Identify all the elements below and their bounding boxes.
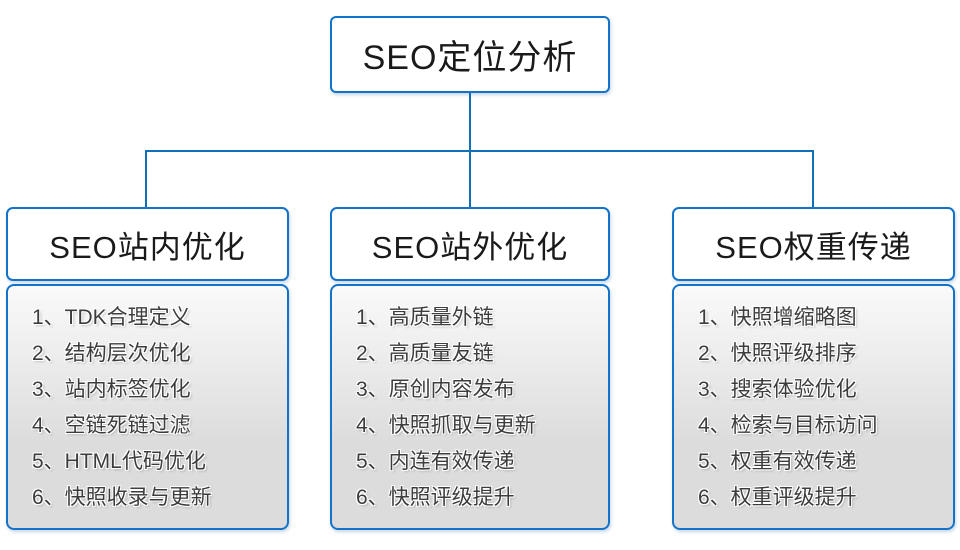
branch-offsite: SEO站外优化 1、高质量外链 2、高质量友链 3、原创内容发布 4、快照抓取与… <box>330 207 610 530</box>
branch-title-onsite: SEO站内优化 <box>6 207 289 281</box>
list-item: 3、站内标签优化 <box>32 378 191 401</box>
branch-list-onsite: 1、TDK合理定义 2、结构层次优化 3、站内标签优化 4、空链死链过滤 5、H… <box>6 284 289 530</box>
list-item: 4、检索与目标访问 <box>698 414 878 437</box>
connector-stem-offsite <box>469 150 471 208</box>
branch-title-weight: SEO权重传递 <box>672 207 955 281</box>
list-item: 2、结构层次优化 <box>32 342 191 365</box>
list-item: 4、快照抓取与更新 <box>356 414 536 437</box>
list-item: 2、快照评级排序 <box>698 342 857 365</box>
root-node: SEO定位分析 <box>330 16 610 93</box>
list-item: 3、原创内容发布 <box>356 378 515 401</box>
connector-root-stem <box>469 93 471 151</box>
connector-stem-weight <box>812 150 814 208</box>
list-item: 6、快照评级提升 <box>356 486 515 509</box>
list-item: 3、搜索体验优化 <box>698 378 857 401</box>
branch-weight: SEO权重传递 1、快照增缩略图 2、快照评级排序 3、搜索体验优化 4、检索与… <box>672 207 955 530</box>
branch-list-offsite: 1、高质量外链 2、高质量友链 3、原创内容发布 4、快照抓取与更新 5、内连有… <box>330 284 610 530</box>
list-item: 1、快照增缩略图 <box>698 306 857 329</box>
list-item: 5、HTML代码优化 <box>32 450 206 473</box>
list-item: 2、高质量友链 <box>356 342 494 365</box>
branch-list-weight: 1、快照增缩略图 2、快照评级排序 3、搜索体验优化 4、检索与目标访问 5、权… <box>672 284 955 530</box>
connector-bus <box>145 150 814 152</box>
list-item: 6、快照收录与更新 <box>32 486 212 509</box>
list-item: 5、权重有效传递 <box>698 450 857 473</box>
list-item: 1、高质量外链 <box>356 306 494 329</box>
connector-stem-onsite <box>145 150 147 208</box>
list-item: 6、权重评级提升 <box>698 486 857 509</box>
branch-title-offsite: SEO站外优化 <box>330 207 610 281</box>
list-item: 4、空链死链过滤 <box>32 414 191 437</box>
list-item: 5、内连有效传递 <box>356 450 515 473</box>
branch-onsite: SEO站内优化 1、TDK合理定义 2、结构层次优化 3、站内标签优化 4、空链… <box>6 207 289 530</box>
list-item: 1、TDK合理定义 <box>32 306 191 329</box>
